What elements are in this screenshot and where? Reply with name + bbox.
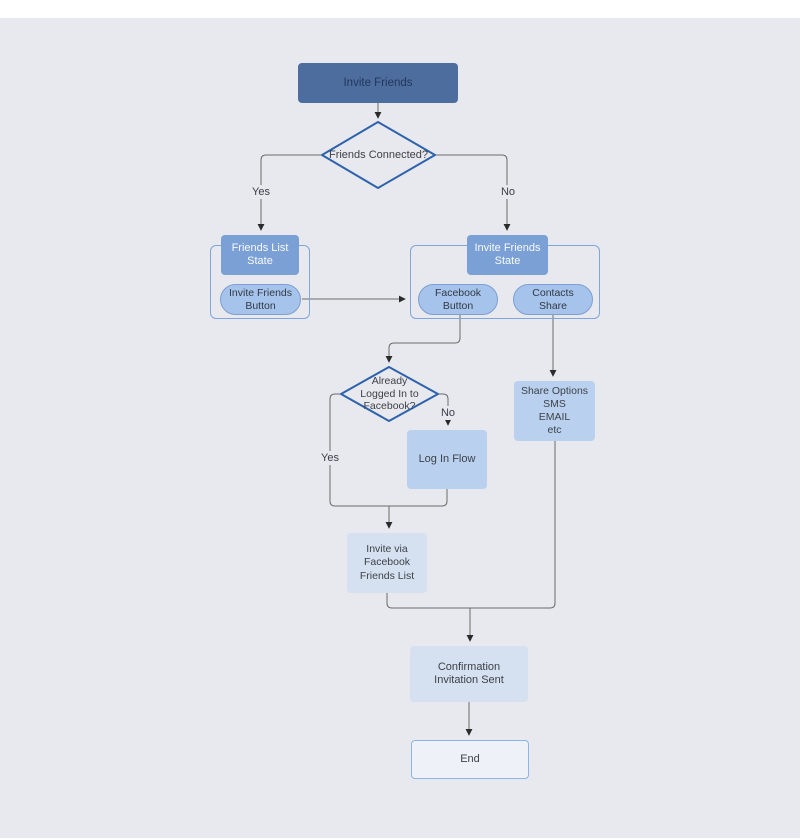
- login-flow-node: Log In Flow: [407, 430, 487, 489]
- invite-friends-button-line2: Button: [245, 299, 276, 312]
- friends-list-state-title: Friends List State: [221, 235, 299, 275]
- end-node: End: [411, 740, 529, 779]
- connector-shareoptions-to-merge2: [470, 441, 556, 609]
- facebook-button-line1: Facebook: [434, 287, 482, 299]
- connector-decision1-no: [435, 154, 511, 231]
- decision-friends-connected-label: Friends Connected?: [328, 149, 429, 161]
- invite-friends-button-pill: Invite Friends Button: [220, 284, 301, 315]
- share-options-line2: SMS: [543, 398, 566, 410]
- invite-via-facebook-node: Invite via Facebook Friends List: [347, 533, 427, 593]
- confirmation-node: Confirmation Invitation Sent: [410, 646, 528, 702]
- invite-via-line2: Facebook: [363, 556, 411, 569]
- decision-logged-in-label: Already Logged In to Facebook?: [341, 375, 438, 413]
- decision-logged-in-line2: Logged In to: [360, 387, 419, 400]
- invite-friends-state-title-line1: Invite Friends: [474, 241, 541, 254]
- contacts-share-line1: Contacts: [532, 287, 574, 299]
- share-options-line1: Share Options: [520, 385, 589, 397]
- share-options-line4: etc: [547, 424, 562, 436]
- invite-friends-state-title-line2: State: [494, 255, 521, 267]
- decision-friends-connected-shape: [321, 121, 436, 189]
- edge-label-decision1-yes: Yes: [249, 185, 273, 199]
- connector-decision1-yes: [257, 154, 322, 231]
- connector-loginflow-to-merge: [389, 489, 448, 507]
- invite-via-line3: Friends List: [359, 569, 415, 582]
- edge-label-decision2-yes: Yes: [318, 451, 342, 465]
- end-node-label: End: [460, 753, 480, 765]
- confirmation-line2: Invitation Sent: [434, 674, 504, 686]
- edge-label-decision2-no: No: [437, 406, 459, 420]
- friends-list-state-title-line1: Friends List: [231, 241, 289, 254]
- contacts-share-pill: Contacts Share: [513, 284, 593, 315]
- edge-label-decision1-no: No: [497, 185, 519, 199]
- decision-logged-in-line3: Facebook?: [363, 400, 416, 412]
- connector-inviteviafacebook-to-merge2: [386, 593, 470, 609]
- login-flow-label: Log In Flow: [418, 453, 476, 465]
- invite-friends-state-title: Invite Friends State: [467, 235, 548, 275]
- start-node-label: Invite Friends: [343, 76, 413, 89]
- friends-list-state-title-line2: State: [247, 255, 273, 267]
- invite-via-line1: Invite via: [366, 542, 408, 555]
- connector-facebookbutton-to-decision2: [385, 315, 461, 363]
- confirmation-line1: Confirmation: [437, 661, 501, 673]
- facebook-button-line2: Button: [442, 299, 474, 312]
- decision-logged-in-shape: [340, 366, 439, 422]
- contacts-share-line2: Share: [538, 299, 568, 312]
- facebook-button-pill: Facebook Button: [418, 284, 498, 315]
- share-options-line3: EMAIL: [538, 411, 571, 423]
- decision-logged-in-line1: Already: [371, 375, 408, 387]
- share-options-node: Share Options SMS EMAIL etc: [514, 381, 595, 441]
- start-node-invite-friends: Invite Friends: [298, 63, 458, 103]
- connector-decision2-no: [438, 393, 452, 426]
- connector-decision2-yes: [329, 393, 389, 507]
- invite-friends-button-line1: Invite Friends: [228, 287, 293, 299]
